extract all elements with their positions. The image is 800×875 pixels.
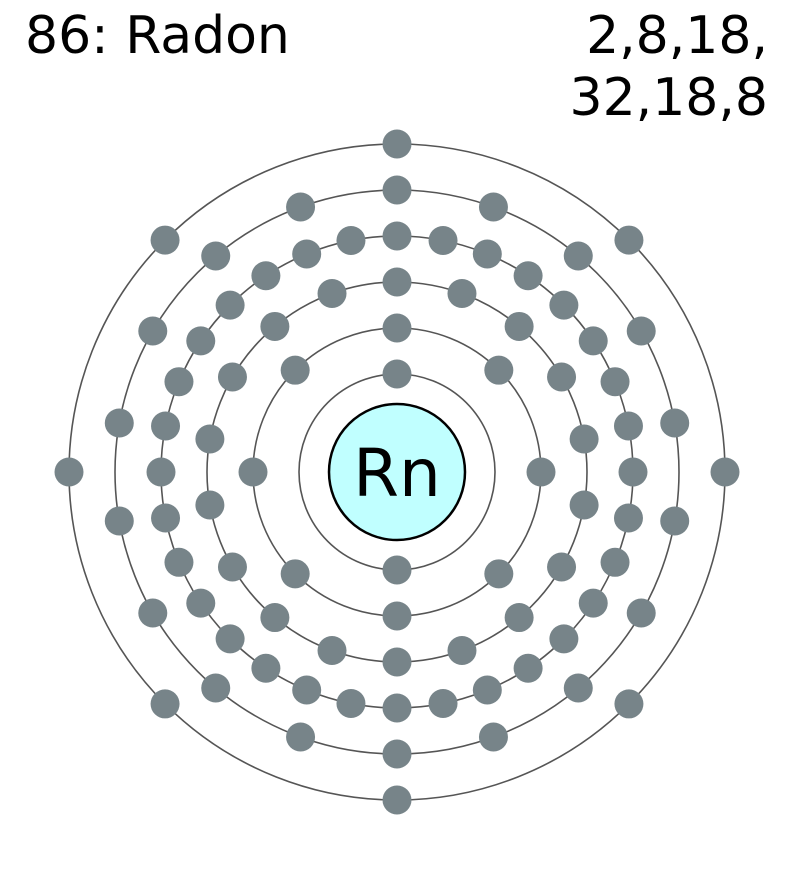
electrons [54,129,740,815]
electron [569,424,599,454]
electron [513,261,543,291]
electron [138,316,168,346]
electron [292,675,322,705]
electron [563,673,593,703]
electron [382,647,412,677]
electron [472,675,502,705]
electron [201,673,231,703]
electron [138,598,168,628]
electron [280,355,310,385]
electron [215,624,245,654]
electron [238,457,268,487]
electron [447,278,477,308]
electron [563,241,593,271]
electron [104,506,134,536]
element-heading: 86: Radon [25,6,290,66]
electron [478,722,508,752]
electron [428,688,458,718]
electron [104,408,134,438]
electron [260,603,290,633]
electron [260,311,290,341]
electron [428,226,458,256]
electron [382,693,412,723]
electron [614,689,644,719]
electron [215,290,245,320]
electron [618,457,648,487]
electron [472,239,502,269]
electron [382,267,412,297]
electron [504,603,534,633]
nucleus: Rn [327,402,467,542]
electron [382,313,412,343]
electron [336,226,366,256]
electron [626,598,656,628]
electron [600,547,630,577]
electron [578,588,608,618]
electron [382,739,412,769]
element-symbol: Rn [353,435,441,512]
electron [286,192,316,222]
electron [292,239,322,269]
electron [710,457,740,487]
configuration-line-2: 32,18,8 [569,68,768,128]
electron [382,555,412,585]
electron [569,490,599,520]
electron [317,636,347,666]
electron [150,225,180,255]
electron [382,221,412,251]
configuration-line-1: 2,8,18, [586,6,768,66]
electron [478,192,508,222]
electron [484,355,514,385]
electron [504,311,534,341]
electron [547,362,577,392]
electron [382,129,412,159]
electron [146,457,176,487]
electron [280,559,310,589]
electron [217,362,247,392]
electron [382,601,412,631]
electron [614,225,644,255]
electron [382,785,412,815]
electron [382,175,412,205]
electron [164,547,194,577]
electron [660,506,690,536]
electron [549,624,579,654]
electron [613,503,643,533]
electron [151,411,181,441]
nucleus-circle [327,402,467,542]
electron [317,278,347,308]
electron [164,367,194,397]
electron [547,552,577,582]
electron [54,457,84,487]
electron [578,326,608,356]
electron [484,559,514,589]
electron [251,653,281,683]
electron [217,552,247,582]
electron [195,424,225,454]
electron [613,411,643,441]
electron [626,316,656,346]
electron [151,503,181,533]
electron [150,689,180,719]
electron [251,261,281,291]
electron [336,688,366,718]
electron [447,636,477,666]
electron [201,241,231,271]
electron [186,588,216,618]
electron [526,457,556,487]
electron [186,326,216,356]
electron [382,359,412,389]
electron [286,722,316,752]
electron [513,653,543,683]
electron [195,490,225,520]
electron-configuration: 2,8,18, 32,18,8 [570,5,768,129]
electron [549,290,579,320]
electron [660,408,690,438]
electron [600,367,630,397]
